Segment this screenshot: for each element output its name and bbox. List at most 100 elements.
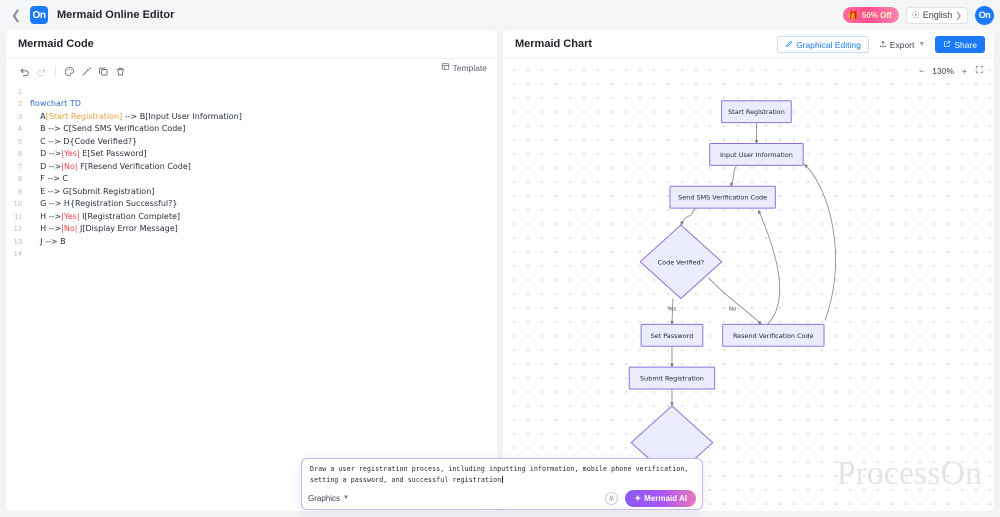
flowchart-edge	[680, 207, 696, 226]
line-number: 9	[17, 186, 22, 196]
graphics-type-selector[interactable]: Graphics ▼	[308, 494, 349, 503]
code-line[interactable]: 12 H -->|No| J[Display Error Message]	[6, 223, 497, 236]
line-number: 6	[17, 149, 22, 159]
code-text: D -->|Yes| E[Set Password]	[30, 149, 147, 159]
code-line[interactable]: 13 J --> B	[6, 235, 497, 248]
code-line[interactable]: 14	[6, 248, 497, 261]
chevron-down-icon: ▼	[343, 495, 349, 501]
zoom-in-button[interactable]: +	[962, 65, 967, 76]
code-line[interactable]: 6 D -->|Yes| E[Set Password]	[6, 148, 497, 161]
mermaid-code-panel: Mermaid Code	[6, 30, 497, 511]
mermaid-chart-panel: Mermaid Chart Graphical Editing	[503, 30, 994, 511]
share-icon	[943, 40, 951, 50]
code-text: C --> D{Code Verified?}	[30, 136, 138, 146]
line-number: 1	[17, 86, 22, 96]
flowchart-edge-label: Yes	[667, 306, 677, 312]
mermaid-ai-button[interactable]: ✦ Mermaid AI	[625, 489, 696, 507]
back-icon[interactable]: ❮	[10, 8, 22, 22]
export-button[interactable]: Export ▼	[876, 36, 929, 53]
template-label: Template	[452, 62, 488, 73]
code-line[interactable]: 11 H -->|Yes| I[Registration Complete]	[6, 210, 497, 223]
code-text: D -->|No| F[Resend Verification Code]	[30, 161, 191, 171]
template-button[interactable]: Template	[441, 62, 488, 73]
prompt-footer: Graphics ▼ ✦ Mermaid AI	[302, 487, 702, 509]
flowchart-node[interactable]	[669, 185, 776, 209]
flowchart-edge	[708, 277, 762, 325]
chevron-right-icon: ❯	[955, 10, 962, 20]
chart-panel-header: Mermaid Chart Graphical Editing	[503, 30, 994, 59]
gift-icon: 🎁	[847, 9, 859, 20]
flowchart-node-label: Send SMS Verification Code	[678, 194, 767, 202]
sparkle-icon: ✦	[634, 493, 642, 503]
line-number: 10	[13, 199, 22, 209]
processon-logo: On	[30, 6, 48, 24]
code-text: B --> C[Send SMS Verification Code]	[30, 124, 186, 134]
share-button[interactable]: Share	[935, 36, 985, 53]
flowchart-node-label: Start Registration	[728, 108, 785, 116]
flowchart-node-label: Set Password	[651, 332, 694, 340]
code-line[interactable]: 1	[6, 85, 497, 98]
flowchart-node[interactable]	[722, 323, 825, 347]
line-number: 5	[17, 136, 22, 146]
prompt-footer-actions: ✦ Mermaid AI	[605, 489, 696, 507]
template-icon	[441, 62, 450, 73]
app-title: Mermaid Online Editor	[57, 9, 175, 21]
prompt-textarea[interactable]: Draw a user registration process, includ…	[302, 459, 702, 485]
chevron-down-icon: ▼	[918, 41, 926, 48]
code-panel-header: Mermaid Code	[6, 30, 497, 59]
flowchart-node[interactable]	[628, 366, 716, 390]
graphical-editing-button[interactable]: Graphical Editing	[777, 36, 869, 53]
code-text: J --> B	[30, 236, 66, 246]
code-text: A[Start Registration] --> B[Input User I…	[30, 111, 242, 121]
flowchart-edge-label: No	[729, 306, 737, 312]
language-label: English	[922, 10, 953, 20]
flowchart-node[interactable]	[640, 323, 704, 347]
copy-icon[interactable]	[95, 63, 112, 80]
code-line[interactable]: 3 A[Start Registration] --> B[Input User…	[6, 110, 497, 123]
zoom-level-value: 130%	[932, 65, 955, 76]
redo-icon[interactable]	[33, 63, 50, 80]
prompt-line-2: password, and successful registration	[350, 475, 502, 484]
flowchart-node-label: Submit Registration	[640, 375, 704, 383]
palette-icon[interactable]	[61, 63, 78, 80]
fullscreen-icon[interactable]	[975, 65, 984, 76]
flowchart-node-label: Code Verified?	[658, 258, 704, 266]
mermaid-ai-label: Mermaid AI	[644, 493, 687, 503]
flowchart-node[interactable]	[721, 100, 792, 124]
ai-prompt-box[interactable]: Draw a user registration process, includ…	[301, 458, 703, 510]
undo-icon[interactable]	[16, 63, 33, 80]
trash-icon[interactable]	[112, 63, 129, 80]
line-number: 4	[17, 124, 22, 134]
line-number: 2	[17, 99, 22, 109]
flowchart-node[interactable]	[639, 224, 723, 300]
magic-wand-icon[interactable]	[78, 63, 95, 80]
flowchart-edge-labels: Yes No	[667, 306, 737, 312]
upload-icon	[879, 40, 887, 50]
flowchart-edge	[758, 209, 781, 325]
chart-header-actions: Graphical Editing Export ▼	[777, 30, 985, 59]
flowchart-edge	[730, 165, 737, 187]
code-line[interactable]: 9 E --> G[Submit Registration]	[6, 185, 497, 198]
mic-icon[interactable]	[605, 491, 619, 505]
text-caret	[501, 475, 503, 483]
code-text: H -->|No| J[Display Error Message]	[30, 224, 178, 234]
code-line[interactable]: 10 G --> H{Registration Successful?}	[6, 198, 497, 211]
avatar[interactable]: On	[975, 5, 994, 25]
export-label: Export	[889, 39, 915, 50]
pencil-icon	[785, 40, 793, 50]
code-line[interactable]: 4 B --> C[Send SMS Verification Code]	[6, 123, 497, 136]
line-number: 7	[17, 161, 22, 171]
flowchart-node[interactable]	[709, 142, 804, 166]
prompt-line-1: Draw a user registration process, includ…	[310, 465, 689, 484]
language-selector[interactable]: ☉ English ❯	[905, 6, 968, 24]
code-line[interactable]: 8 F --> C	[6, 173, 497, 186]
code-line[interactable]: 5 C --> D{Code Verified?}	[6, 135, 497, 148]
code-line[interactable]: 7 D -->|No| F[Resend Verification Code]	[6, 160, 497, 173]
promo-badge[interactable]: 🎁 50% Off	[842, 7, 899, 23]
zoom-out-button[interactable]: −	[919, 65, 925, 76]
flowchart-edges	[670, 122, 836, 407]
